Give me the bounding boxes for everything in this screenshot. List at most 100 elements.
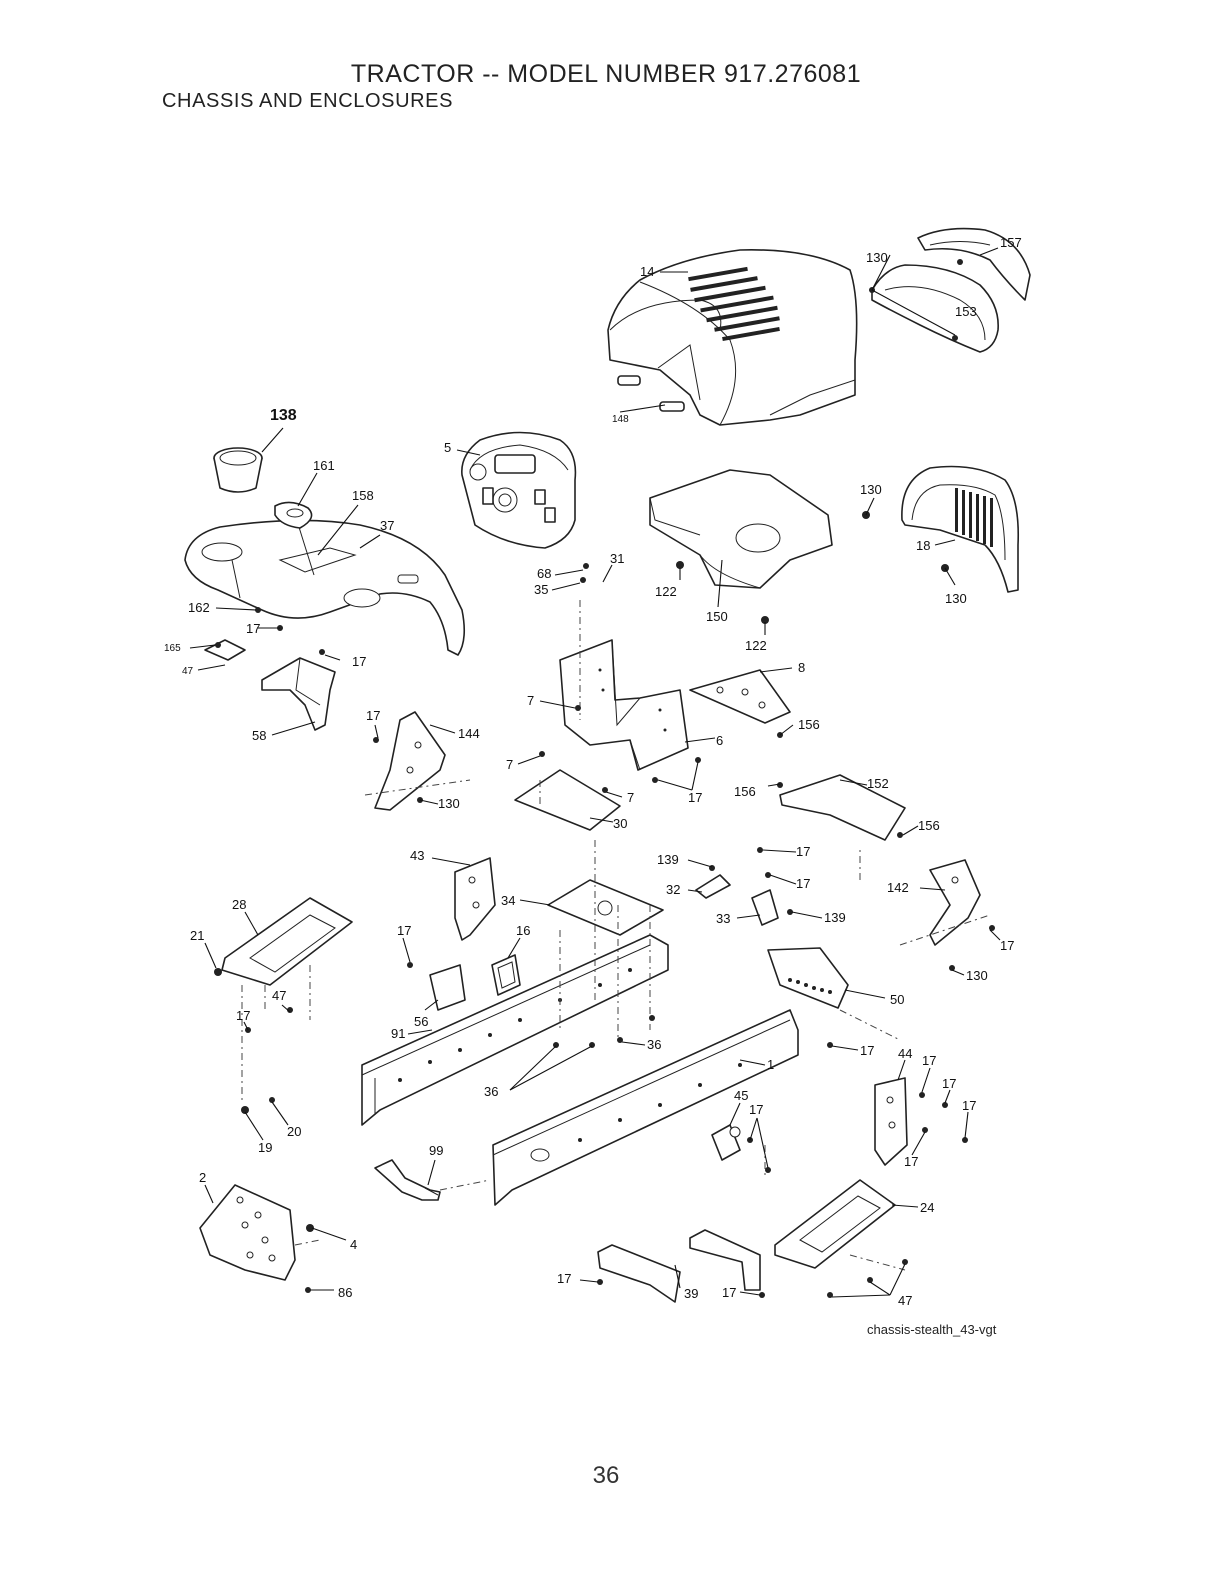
- callout-17e: 17: [796, 844, 810, 859]
- right-footrest-part: [774, 1179, 896, 1269]
- small-bracket-part: [695, 874, 779, 926]
- page-number: 36: [592, 1462, 620, 1489]
- callout-45: 45: [734, 1088, 748, 1103]
- callout-130d: 130: [438, 796, 460, 811]
- mounting-plate-part: [689, 669, 791, 724]
- callout-144: 144: [458, 726, 480, 741]
- callout-17b: 17: [352, 654, 366, 669]
- mount-bracket-part: [429, 964, 466, 1011]
- callout-17j: 17: [860, 1043, 874, 1058]
- steering-plate-part: [547, 879, 664, 936]
- callout-17h: 17: [1000, 938, 1014, 953]
- callout-17g: 17: [397, 923, 411, 938]
- callout-138: 138: [270, 407, 297, 424]
- rear-bracket-part: [874, 1077, 908, 1166]
- dash-panel-part: [461, 431, 577, 549]
- callout-91: 91: [391, 1026, 405, 1041]
- callout-86: 86: [338, 1285, 352, 1300]
- callout-17m: 17: [962, 1098, 976, 1113]
- callout-157: 157: [1000, 235, 1022, 250]
- callout-4: 4: [350, 1237, 357, 1252]
- callout-130: 130: [866, 250, 888, 265]
- callout-44: 44: [898, 1046, 912, 1061]
- callout-18: 18: [916, 538, 930, 553]
- callout-161: 161: [313, 458, 335, 473]
- alignment-lines: [241, 600, 991, 1271]
- callout-158: 158: [352, 488, 374, 503]
- callout-34: 34: [501, 893, 515, 908]
- callout-20: 20: [287, 1124, 301, 1139]
- callout-17q: 17: [722, 1285, 736, 1300]
- callout-152: 152: [867, 776, 889, 791]
- callout-6: 6: [716, 733, 723, 748]
- callout-17c: 17: [366, 708, 380, 723]
- seat-bracket-part: [559, 639, 689, 771]
- fender-part: [184, 519, 466, 656]
- rear-brace-part: [597, 1229, 761, 1303]
- callout-122: 122: [655, 584, 677, 599]
- callout-43: 43: [410, 848, 424, 863]
- upright-bracket-part: [454, 857, 496, 941]
- callout-58: 58: [252, 728, 266, 743]
- callout-99: 99: [429, 1143, 443, 1158]
- callout-7a: 7: [527, 693, 534, 708]
- callout-130e: 130: [966, 968, 988, 983]
- callout-30: 30: [613, 816, 627, 831]
- callout-50: 50: [890, 992, 904, 1007]
- callout-47c: 47: [898, 1293, 912, 1308]
- callout-17d: 17: [688, 790, 702, 805]
- callout-139a: 139: [657, 852, 679, 867]
- callout-130b: 130: [860, 482, 882, 497]
- section-subtitle: CHASSIS AND ENCLOSURES: [162, 90, 454, 112]
- front-axle-bracket-part: [199, 1184, 296, 1281]
- fasteners: [214, 259, 995, 1298]
- callout-148: 148: [612, 414, 629, 425]
- small-guard-part: [491, 954, 521, 996]
- shift-plate-part: [274, 501, 313, 529]
- callout-150: 150: [706, 609, 728, 624]
- callout-16: 16: [516, 923, 530, 938]
- headlight-bezel-part: [871, 227, 1031, 353]
- callout-142: 142: [887, 880, 909, 895]
- callout-156a: 156: [798, 717, 820, 732]
- callout-31: 31: [610, 551, 624, 566]
- callout-24: 24: [920, 1200, 934, 1215]
- callout-162: 162: [188, 600, 210, 615]
- page-title: TRACTOR -- MODEL NUMBER 917.276081: [350, 60, 862, 88]
- callout-17k: 17: [922, 1053, 936, 1068]
- callout-37: 37: [380, 518, 394, 533]
- heat-shield-part: [514, 769, 621, 831]
- callout-17p: 17: [557, 1271, 571, 1286]
- callout-139b: 139: [824, 910, 846, 925]
- callout-47a: 47: [182, 666, 194, 677]
- callout-7b: 7: [506, 757, 513, 772]
- callout-68: 68: [537, 566, 551, 581]
- grille-part: [901, 465, 1020, 593]
- lever-part: [374, 1159, 441, 1201]
- callout-17i: 17: [236, 1008, 250, 1023]
- callout-35: 35: [534, 582, 548, 597]
- callout-17n: 17: [749, 1102, 763, 1117]
- hood-part: [607, 249, 858, 426]
- callout-8: 8: [798, 660, 805, 675]
- diagram-caption: chassis-stealth_43-vgt: [867, 1322, 997, 1337]
- battery-tray-part: [779, 774, 906, 841]
- callout-156c: 156: [918, 818, 940, 833]
- leader-lines: [189, 247, 1001, 1298]
- callout-5: 5: [444, 440, 451, 455]
- callout-17f: 17: [796, 876, 810, 891]
- callout-39: 39: [684, 1286, 698, 1301]
- left-footrest-part: [221, 897, 353, 986]
- seat-pan-part: [649, 469, 833, 589]
- callout-122b: 122: [745, 638, 767, 653]
- callout-36a: 36: [647, 1037, 661, 1052]
- fender-bracket-part: [204, 639, 336, 731]
- callout-21: 21: [190, 928, 204, 943]
- callout-130c: 130: [945, 591, 967, 606]
- right-frame-rail-part: [492, 1009, 799, 1206]
- callout-17o: 17: [904, 1154, 918, 1169]
- rear-cover-part: [767, 947, 849, 1009]
- callout-14: 14: [640, 264, 654, 279]
- callout-36b: 36: [484, 1084, 498, 1099]
